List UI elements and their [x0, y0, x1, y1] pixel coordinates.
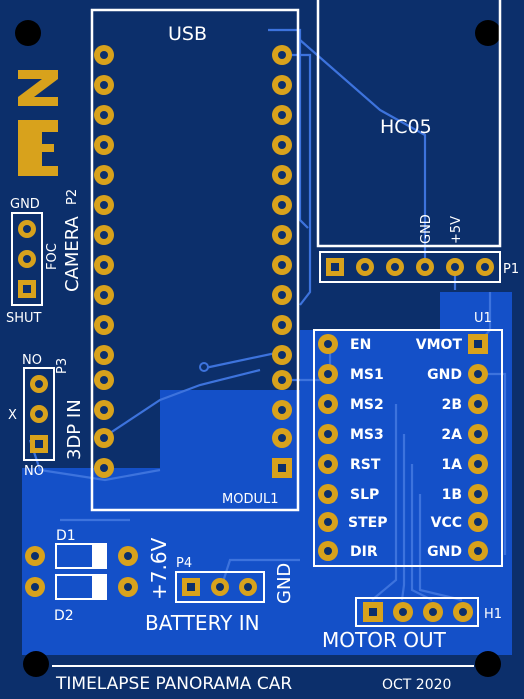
- ground-pour: [22, 292, 512, 655]
- u1-pin-rst: RST: [350, 457, 381, 473]
- hc05-outline: [316, 0, 502, 248]
- p4-header-outline: [175, 571, 265, 603]
- u1-pin-1a: 1A: [441, 457, 462, 473]
- d2-label: D2: [54, 608, 74, 624]
- p3-header-outline: [23, 367, 55, 461]
- module-ref-label: MODUL1: [222, 492, 279, 507]
- u1-pin-2a: 2A: [441, 427, 462, 443]
- h1-ref-label: H1: [484, 607, 502, 622]
- traces: [28, 28, 507, 602]
- board-title: TIMELAPSE PANORAMA CAR: [55, 674, 292, 694]
- p4-gnd-label: GND: [274, 563, 295, 604]
- p4-pins: [182, 578, 257, 596]
- fz-logo: [18, 70, 58, 176]
- trigger-no-bottom-label: NO: [24, 464, 44, 479]
- camera-shut-label: SHUT: [6, 311, 42, 326]
- u1-pin-gnd-2: GND: [427, 544, 462, 560]
- u1-pin-ms3: MS3: [350, 427, 384, 443]
- p1-header-outline: [319, 251, 501, 283]
- trigger-label: 3DP IN: [64, 399, 85, 460]
- p4-ref-label: P4: [176, 556, 192, 571]
- camera-ref-label: P2: [65, 189, 80, 205]
- u1-pin-gnd-1: GND: [427, 367, 462, 383]
- camera-label: CAMERA: [62, 215, 83, 292]
- u1-ref-label: U1: [474, 311, 492, 326]
- module-left-pins: [94, 45, 114, 478]
- d1-band: [92, 544, 106, 568]
- h1-pins: [363, 602, 473, 622]
- d1-label: D1: [56, 528, 76, 544]
- camera-gnd-label: GND: [10, 197, 40, 212]
- module-usb-label: USB: [168, 23, 207, 45]
- voltage-label: +7.6V: [147, 537, 171, 600]
- module-outline: [90, 8, 300, 512]
- mount-hole-br: [475, 651, 501, 677]
- u1-pin-slp: SLP: [350, 487, 379, 503]
- bottom-strip: [0, 655, 524, 699]
- mount-hole-bl: [23, 651, 49, 677]
- p3-pins: [30, 375, 48, 453]
- mount-hole-tl: [15, 20, 41, 46]
- trigger-ref-label: P3: [55, 358, 70, 374]
- u1-pin-ms1: MS1: [350, 367, 384, 383]
- trigger-no-top-label: NO: [22, 353, 42, 368]
- board-date: OCT 2020: [382, 677, 451, 693]
- u1-pin-1b: 1B: [442, 487, 462, 503]
- u1-left-labels: EN MS1 MS2 MS3 RST SLP STEP DIR: [348, 337, 387, 560]
- u1-pin-vmot: VMOT: [416, 337, 463, 353]
- p2-header-outline: [11, 212, 43, 306]
- u1-pin-step: STEP: [348, 515, 387, 531]
- battery-label: BATTERY IN: [145, 611, 260, 635]
- mount-hole-tr: [475, 20, 501, 46]
- hc05-label: HC05: [380, 116, 432, 138]
- d2-band: [92, 575, 106, 599]
- module-right-pins: [272, 45, 292, 478]
- u1-left-pins: [318, 334, 338, 561]
- u1-pin-en: EN: [350, 337, 371, 353]
- u1-pin-vcc: VCC: [431, 515, 462, 531]
- hc05-vcc-label: +5V: [449, 216, 464, 244]
- p2-pins: [18, 220, 36, 298]
- diode-pads: [25, 546, 138, 597]
- u1-pin-2b: 2B: [442, 397, 462, 413]
- u1-right-labels: VMOT GND 2B 2A 1A 1B VCC GND: [416, 337, 463, 560]
- u1-outline: [313, 329, 503, 567]
- p1-ref-label: P1: [503, 262, 519, 277]
- u1-pin-dir: DIR: [350, 544, 378, 560]
- p1-pins: [326, 258, 494, 276]
- camera-foc-label: FOC: [45, 243, 60, 270]
- h1-header-outline: [355, 597, 479, 627]
- hc05-gnd-label: GND: [419, 214, 434, 244]
- u1-pin-ms2: MS2: [350, 397, 384, 413]
- motor-label: MOTOR OUT: [322, 628, 447, 652]
- via: [199, 362, 209, 372]
- trigger-x-label: X: [8, 408, 17, 423]
- u1-right-pins: [468, 334, 488, 561]
